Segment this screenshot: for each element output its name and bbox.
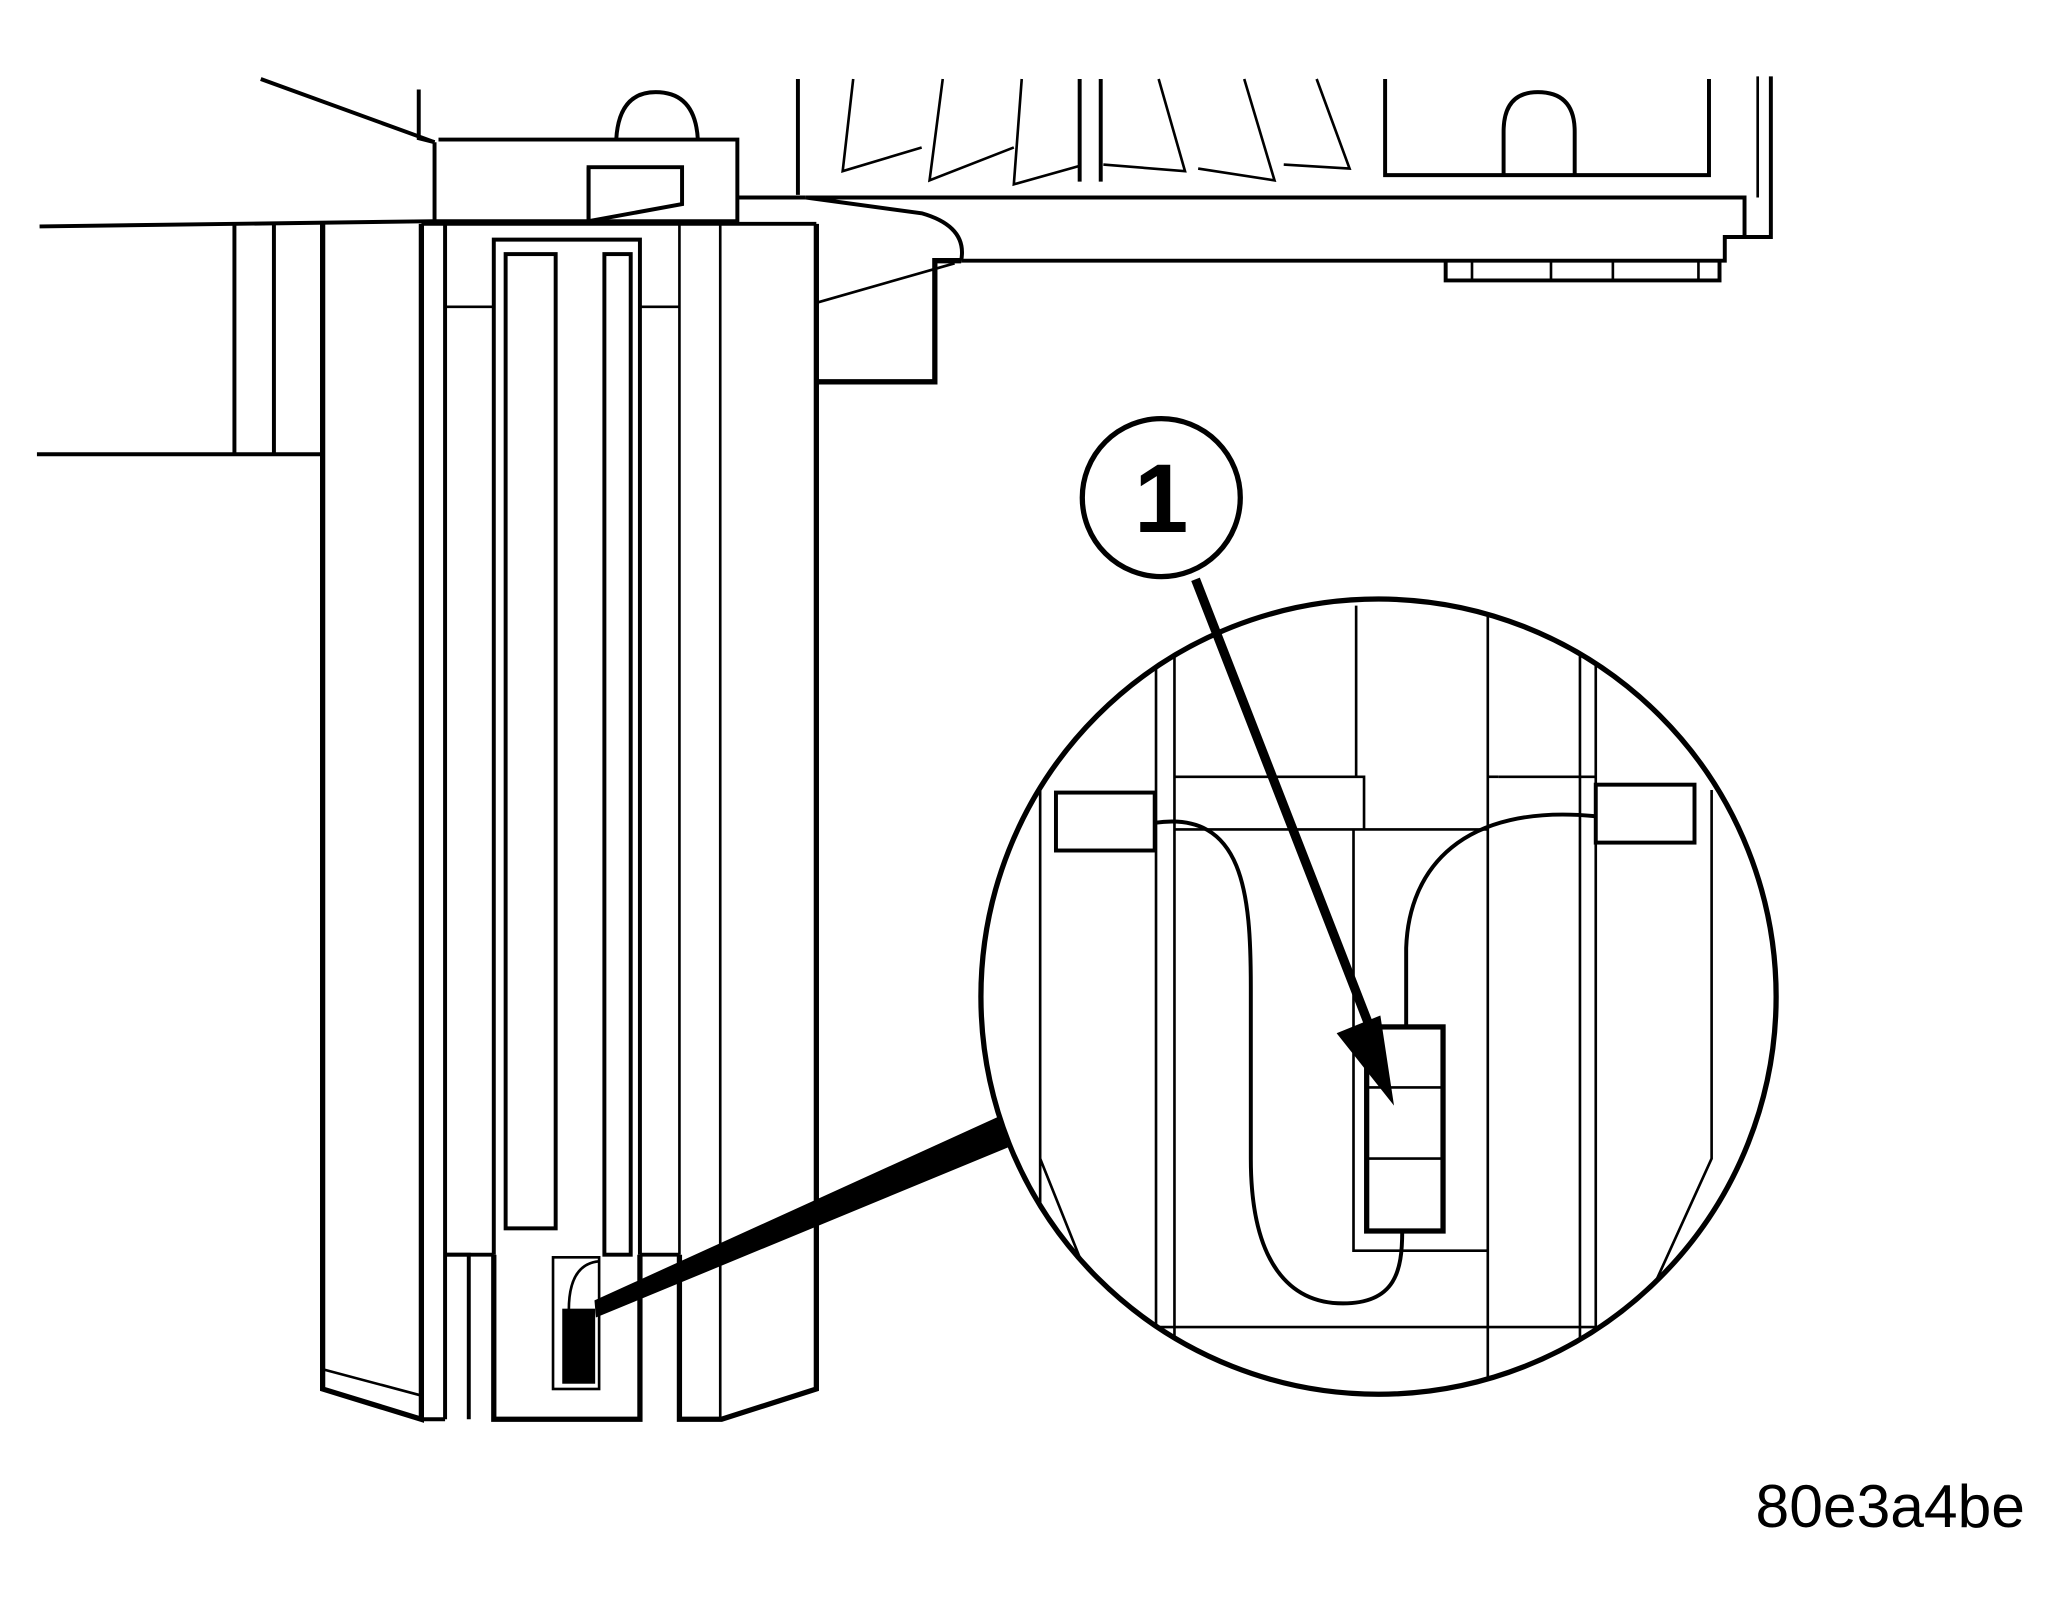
housing-shoulder	[805, 195, 964, 385]
figure-code: 80e3a4be	[1756, 1472, 2025, 1540]
mounting-bracket	[36, 77, 436, 1389]
top-latch	[416, 89, 806, 224]
detail-leader	[594, 1115, 1013, 1318]
callout-pointer	[1191, 577, 1395, 1106]
blower-housing	[795, 76, 1773, 283]
detail-magnifier	[978, 596, 1779, 1397]
callout-circle	[1079, 416, 1243, 580]
callout-number: 1	[1134, 444, 1188, 553]
heater-housing	[320, 221, 819, 1423]
